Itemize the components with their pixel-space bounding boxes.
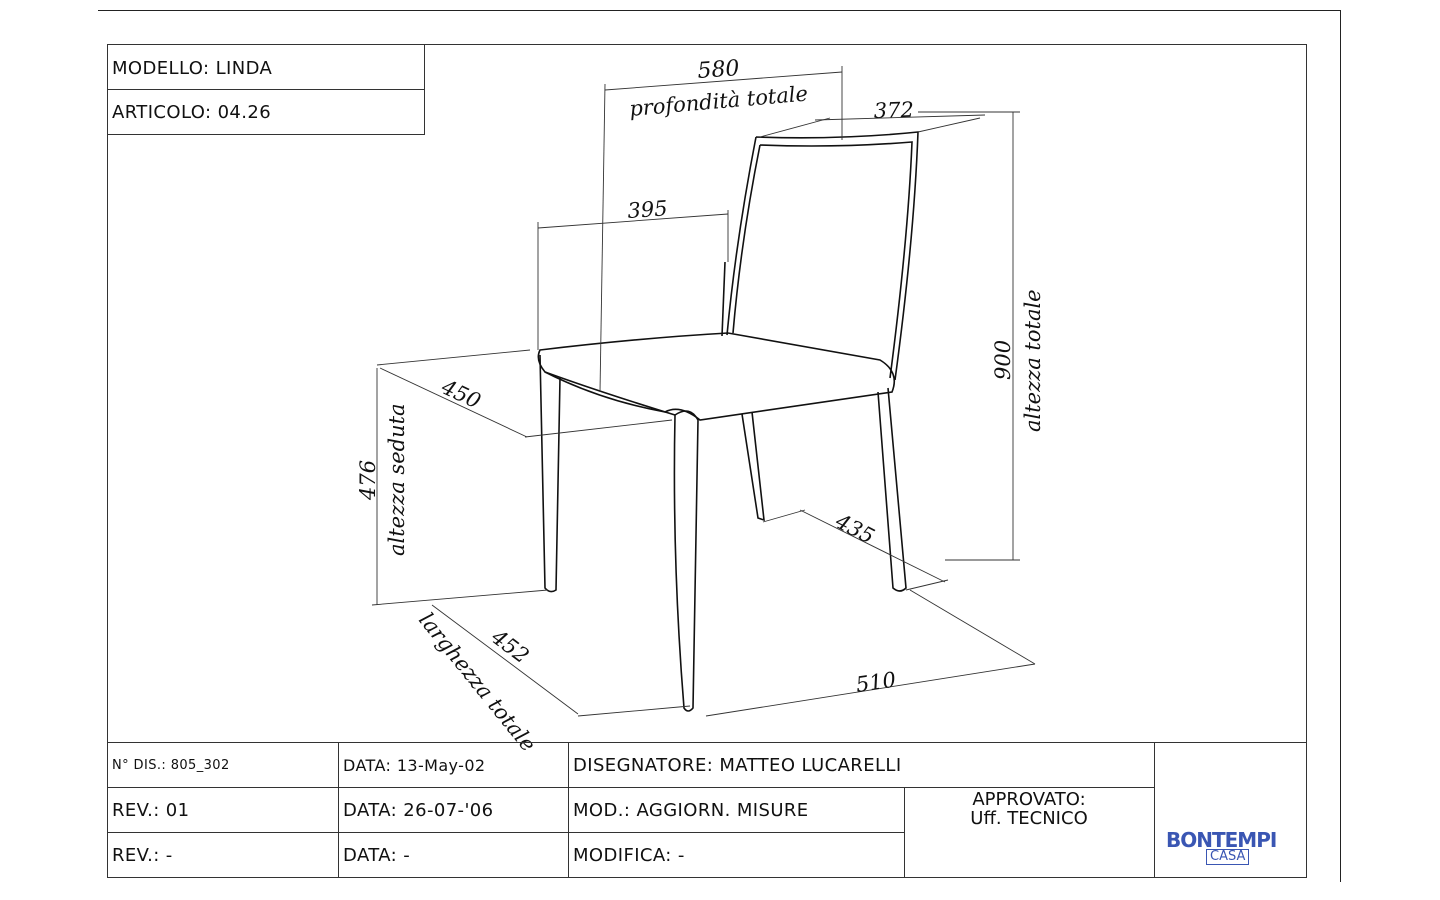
tb-row-divider-1 (107, 787, 1154, 788)
modification-1: MOD.: AGGIORN. MISURE (573, 799, 809, 821)
logo-wordmark: BONTEMPI (1166, 828, 1277, 852)
revision-2: REV.: - (112, 844, 173, 866)
seat-outline (537, 332, 896, 421)
drawing-frame (107, 44, 1307, 878)
tb-row-divider-2 (107, 832, 904, 833)
dim-452: 452 (486, 624, 533, 668)
dim-476: 476 (356, 460, 380, 501)
tb-col-divider-3 (904, 787, 905, 878)
date-created: DATA: 13-May-02 (343, 755, 486, 775)
title-block (107, 742, 1307, 878)
backrest-outline (726, 131, 919, 381)
header-divider (107, 89, 425, 90)
back-right-leg (877, 387, 907, 592)
drawing-number: N° DIS.: 805_302 (112, 757, 230, 773)
back-left-leg (741, 411, 765, 522)
dim-510: 510 (854, 668, 897, 697)
article-label: ARTICOLO: 04.26 (112, 101, 272, 123)
logo-subtitle: CASA (1206, 849, 1250, 865)
sheet-border (98, 10, 1341, 882)
approval: APPROVATO: Uff. TECNICO (905, 790, 1153, 828)
dim-580: 580 (697, 56, 741, 84)
front-left-leg (539, 354, 561, 593)
dim-900: 900 (991, 340, 1015, 380)
dim-450: 450 (437, 374, 484, 413)
modification-2: MODIFICA: - (573, 844, 685, 866)
tb-col-divider-1 (338, 742, 339, 878)
tb-col-divider-4 (1154, 742, 1155, 878)
front-right-leg (673, 410, 699, 712)
dim-395: 395 (627, 196, 669, 223)
dim-435: 435 (831, 509, 879, 549)
dim-580-label: profondità totale (628, 81, 808, 121)
dim-900-label: altezza totale (1021, 289, 1045, 432)
date-revision-1: DATA: 26-07-'06 (343, 799, 494, 821)
dim-372: 372 (873, 98, 914, 123)
bontempi-logo: BONTEMPI CASA (1160, 828, 1310, 870)
dim-476-label: altezza seduta (385, 403, 409, 556)
date-revision-2: DATA: - (343, 844, 411, 866)
designer: DISEGNATORE: MATTEO LUCARELLI (573, 754, 902, 776)
dim-452-label: larghezza totale (414, 608, 540, 756)
tb-col-divider-2 (568, 742, 569, 878)
approval-line-2: Uff. TECNICO (970, 808, 1088, 829)
revision-1: REV.: 01 (112, 799, 190, 821)
approval-line-1: APPROVATO: (972, 789, 1086, 810)
model-label: MODELLO: LINDA (112, 57, 273, 79)
